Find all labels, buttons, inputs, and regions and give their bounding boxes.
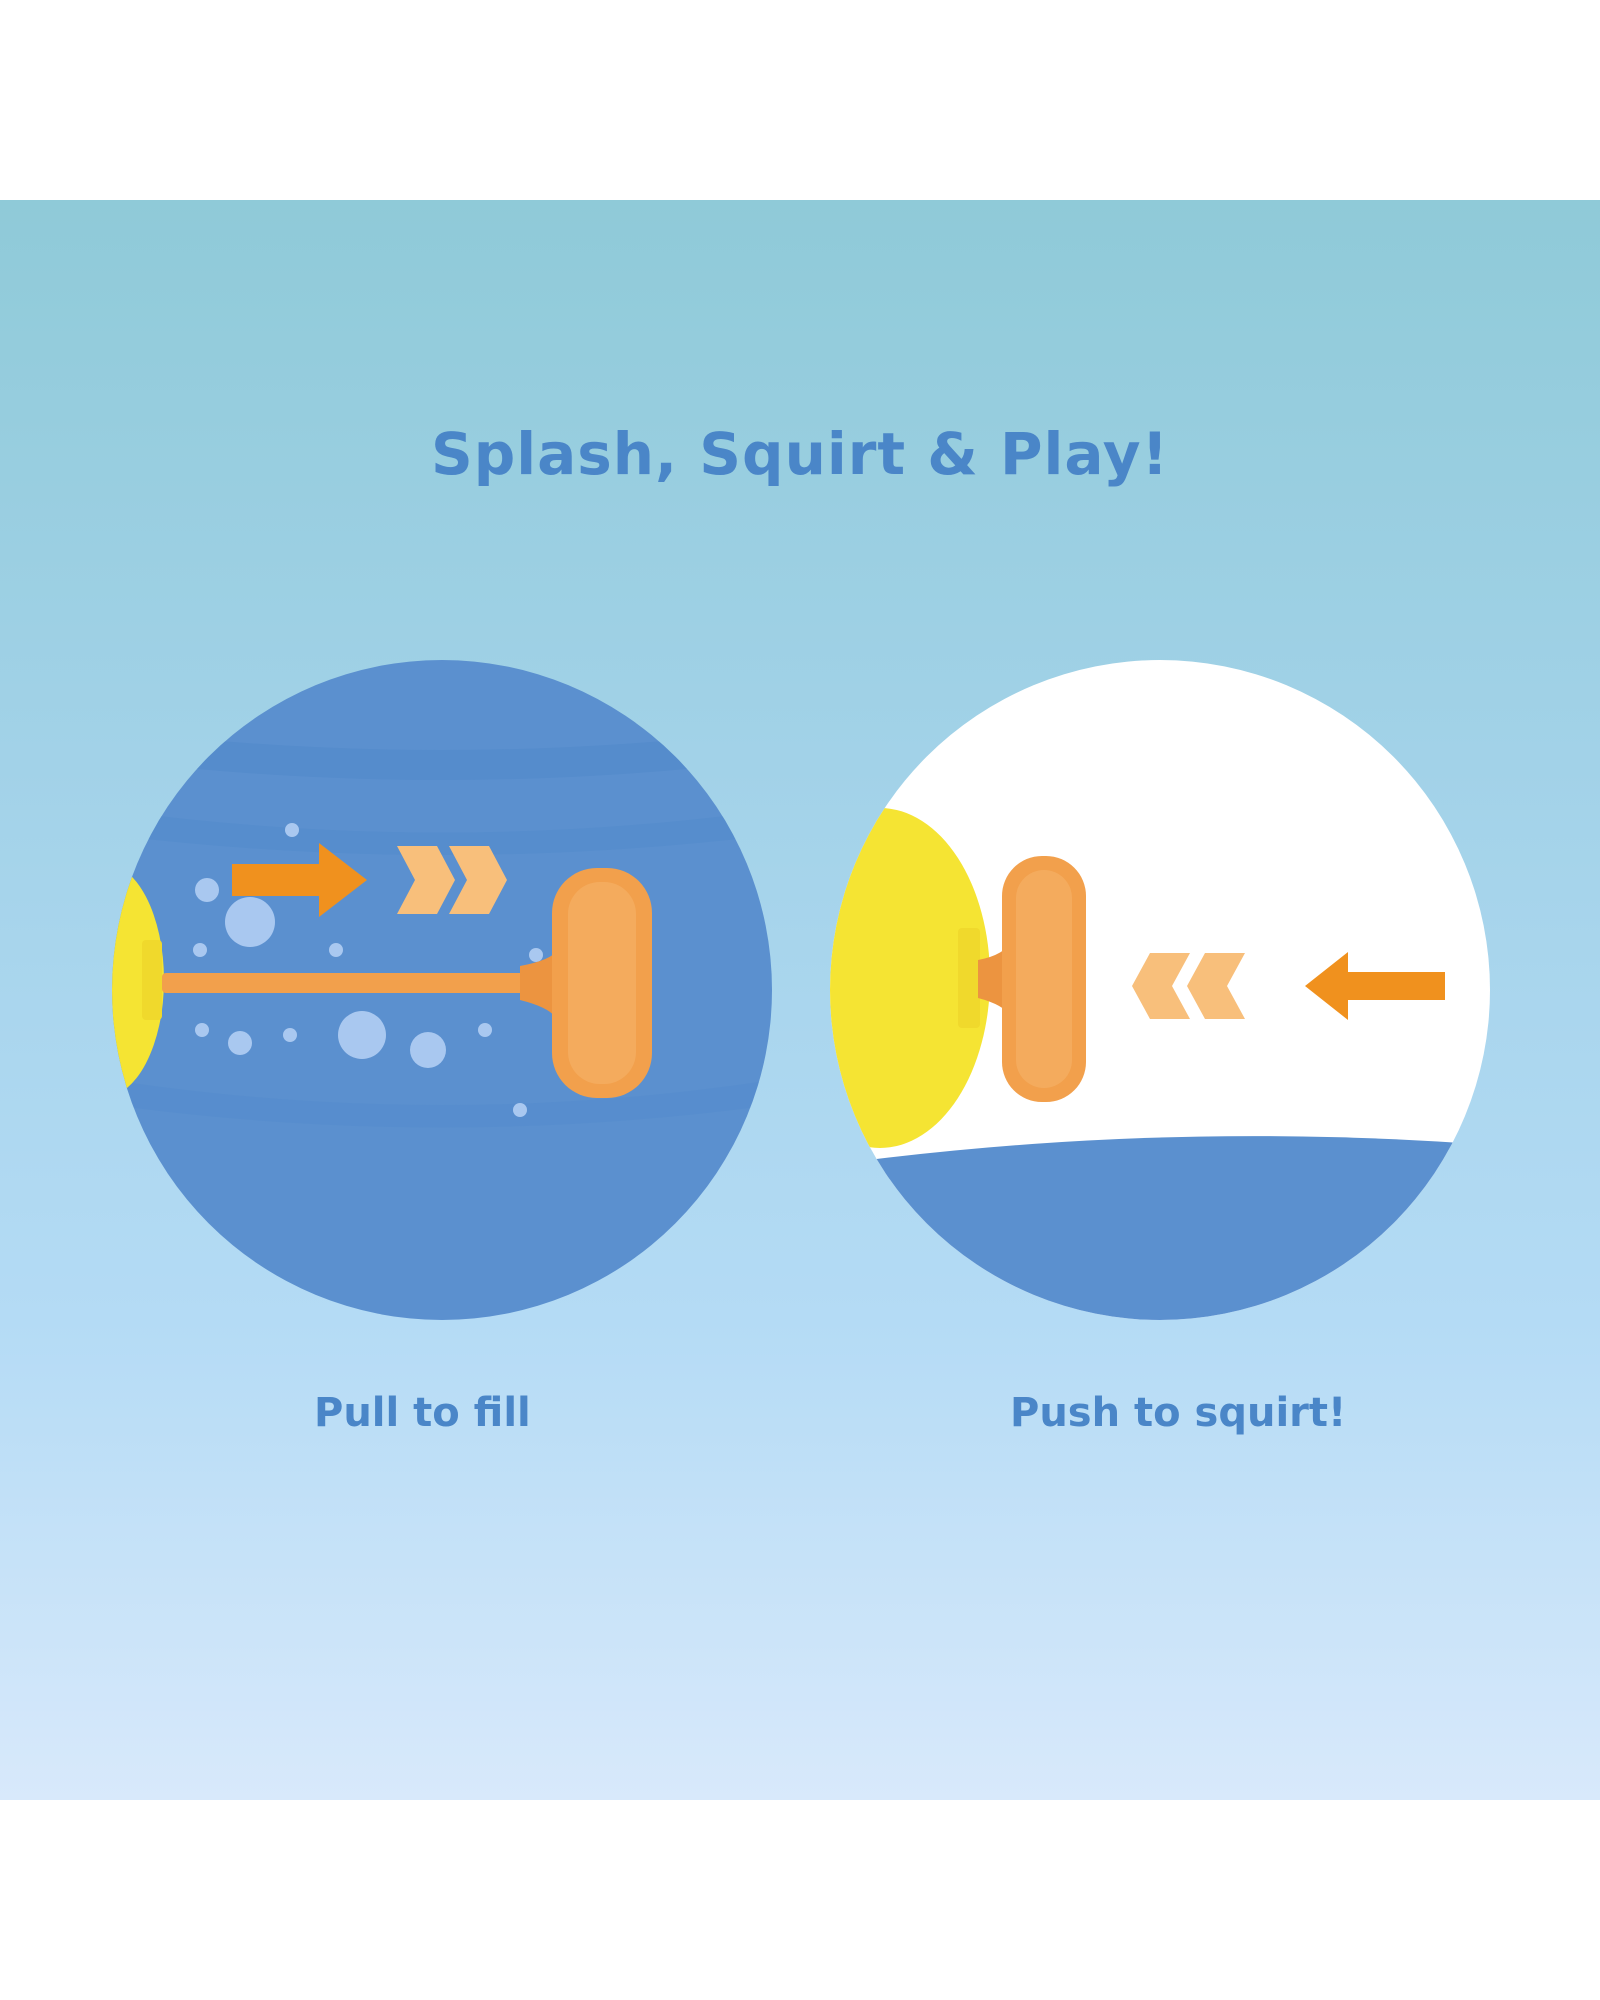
headline: Splash, Squirt & Play! <box>430 420 1170 488</box>
duck-body-icon <box>830 808 990 1148</box>
plunger-icon <box>552 868 652 1098</box>
plunger-icon <box>1002 856 1086 1102</box>
water-ripple <box>112 810 772 855</box>
duck-body-icon <box>958 928 980 1028</box>
push-to-squirt-caption: Push to squirt! <box>1010 1390 1347 1436</box>
arrow-left-icon <box>1132 952 1445 1020</box>
pull-illustration <box>112 660 772 1320</box>
plunger-neck <box>520 950 557 1020</box>
water-surface <box>830 1136 1490 1320</box>
pull-to-fill-caption: Pull to fill <box>314 1390 531 1436</box>
arrow-right-icon <box>232 843 507 917</box>
water-ripple <box>112 730 772 780</box>
pull-illustration-svg <box>112 660 772 1320</box>
duck-body-icon <box>142 940 162 1020</box>
push-illustration <box>830 660 1490 1320</box>
water-ripple <box>112 1080 772 1128</box>
plunger-rod <box>162 973 532 993</box>
push-illustration-svg <box>830 660 1490 1320</box>
duck-body-icon <box>112 863 164 1097</box>
promo-panel: Splash, Squirt & Play! <box>0 200 1600 1800</box>
